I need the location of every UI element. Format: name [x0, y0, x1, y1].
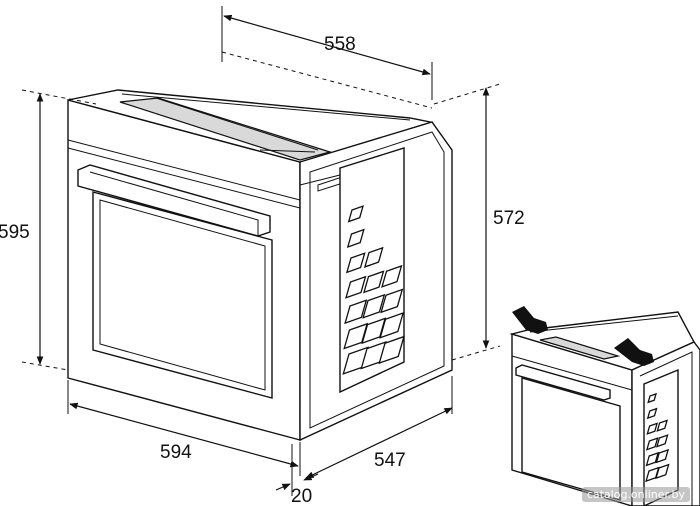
dimension-front-offset: 20 — [275, 444, 319, 506]
vent-slot — [646, 407, 658, 420]
vent-slot — [346, 228, 365, 248]
vent-slot — [645, 437, 659, 451]
dim-label-572: 572 — [493, 208, 525, 229]
vent-slot — [362, 293, 386, 319]
dim-label-594: 594 — [160, 442, 192, 463]
dim-label-558: 558 — [324, 34, 356, 55]
dimension-front-width: 594 — [67, 380, 301, 476]
watermark: catalog.onliner.by — [581, 487, 690, 502]
vent-slot — [363, 270, 385, 294]
vent-slot — [345, 252, 366, 274]
dimension-niche-height: 572 — [433, 83, 525, 361]
vent-slot — [379, 312, 405, 339]
vent-slot — [656, 419, 669, 432]
vent-slot — [380, 288, 404, 314]
vent-slot — [655, 448, 670, 464]
main-oven — [67, 89, 453, 442]
vent-slot — [344, 299, 368, 325]
dimension-top-depth: 558 — [221, 6, 433, 109]
vent-slot — [345, 275, 367, 299]
ventilation-slots — [342, 205, 405, 375]
vent-slot — [378, 335, 405, 365]
vent-slot — [381, 264, 403, 288]
installation-oven — [509, 311, 700, 506]
installation-ventilation-slots — [645, 392, 670, 483]
dim-label-595: 595 — [0, 222, 30, 243]
hand-right-icon — [614, 338, 654, 366]
vent-slot — [647, 392, 657, 404]
vent-slot — [363, 246, 384, 268]
dimension-total-height: 595 — [0, 89, 97, 371]
vent-slot — [655, 463, 670, 480]
dimension-side-depth: 547 — [305, 376, 453, 479]
hand-left-icon — [512, 306, 548, 334]
vent-slot — [347, 205, 364, 223]
dim-label-547: 547 — [374, 450, 406, 471]
vent-slot — [645, 451, 660, 467]
vent-slot — [646, 422, 659, 435]
dim-label-20: 20 — [291, 486, 312, 506]
vent-slot — [655, 434, 669, 448]
